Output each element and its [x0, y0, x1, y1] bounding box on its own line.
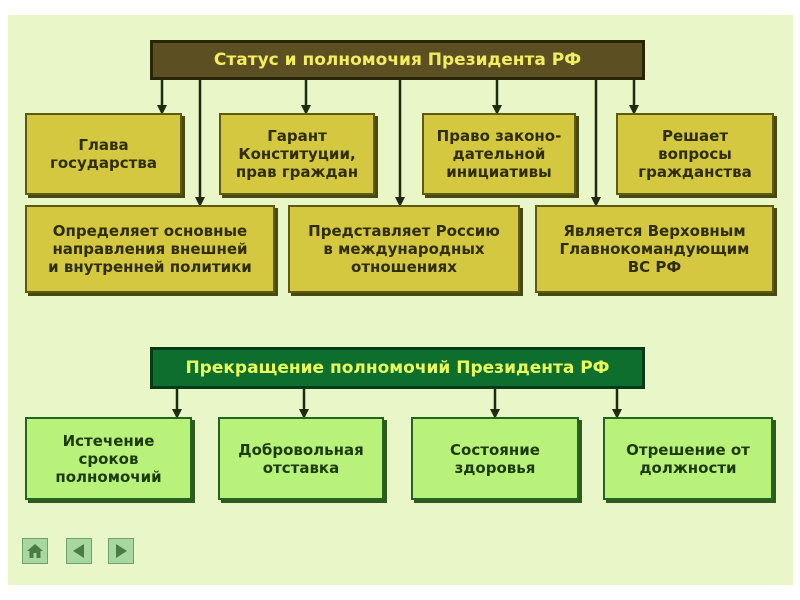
- previous-button[interactable]: [66, 538, 92, 564]
- citizenship-box: Решает вопросы гражданства: [616, 113, 774, 195]
- legislative-initiative-box: Право законо- дательной инициативы: [422, 113, 576, 195]
- home-icon: [27, 544, 43, 558]
- health-box: Состояние здоровья: [411, 417, 579, 500]
- policy-directions-box: Определяет основные направления внешней …: [25, 205, 275, 293]
- termination-header: Прекращение полномочий Президента РФ: [150, 347, 645, 389]
- term-expiry-box: Истечение сроков полномочий: [25, 417, 192, 500]
- left-arrow-icon: [73, 544, 84, 558]
- impeachment-box: Отрешение от должности: [603, 417, 773, 500]
- head-of-state-box: Глава государства: [25, 113, 182, 195]
- right-arrow-icon: [116, 544, 127, 558]
- represents-russia-box: Представляет Россию в международных отно…: [288, 205, 520, 293]
- next-button[interactable]: [108, 538, 134, 564]
- commander-in-chief-box: Является Верховным Главнокомандующим ВС …: [535, 205, 774, 293]
- home-button[interactable]: [22, 538, 48, 564]
- status-header: Статус и полномочия Президента РФ: [150, 40, 645, 80]
- constitution-guarantor-box: Гарант Конституции, прав граждан: [219, 113, 375, 195]
- resignation-box: Добровольная отставка: [218, 417, 384, 500]
